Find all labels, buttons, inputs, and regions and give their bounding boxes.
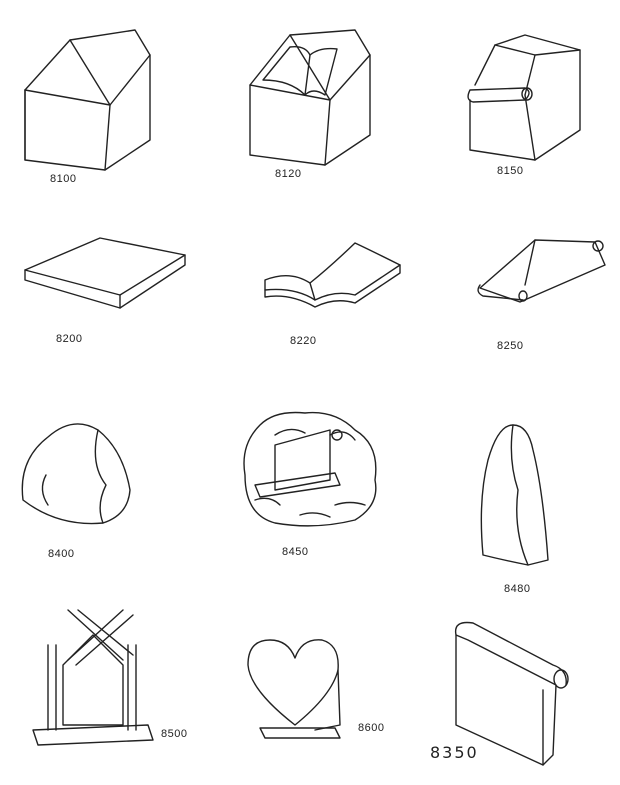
rustic-upright-drawing: [480, 424, 549, 566]
item-code: 8200: [56, 333, 83, 345]
slant-marker-with-scroll-drawing: [467, 34, 581, 161]
item-code: 8350: [430, 743, 479, 762]
slant-marker-with-book-drawing: [249, 29, 371, 166]
item-code: 8150: [497, 165, 524, 177]
item-code: 8220: [290, 335, 317, 347]
rustic-boulder-drawing: [21, 423, 131, 525]
flat-marker-drawing: [24, 237, 186, 309]
item-code: 8250: [497, 340, 524, 352]
log-frame-upright-drawing: [32, 609, 154, 746]
item-code: 8480: [504, 583, 531, 595]
scroll-top-upright-drawing: [454, 621, 569, 766]
item-code: 8450: [282, 546, 309, 558]
item-code: 8500: [161, 728, 188, 740]
open-book-marker-drawing: [264, 242, 401, 308]
item-code: 8100: [50, 173, 77, 185]
item-code: 8120: [275, 168, 302, 180]
item-code: 8600: [358, 722, 385, 734]
item-code: 8400: [48, 548, 75, 560]
scroll-bevel-marker-drawing: [477, 239, 606, 303]
heart-upright-drawing: [247, 639, 341, 739]
rock-cairn-with-scroll-drawing: [243, 411, 377, 527]
slant-marker-drawing: [24, 29, 151, 171]
